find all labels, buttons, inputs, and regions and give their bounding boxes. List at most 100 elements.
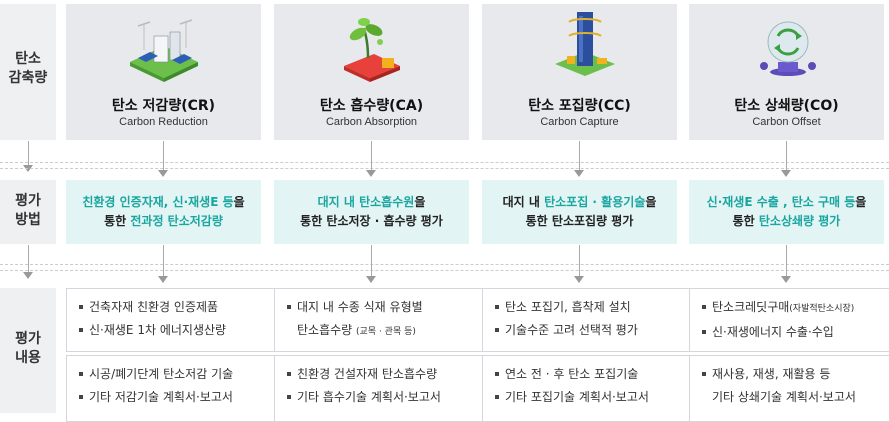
content-text: 신·재생에너지 수출·수입 bbox=[712, 325, 834, 339]
content-note: (교목 · 관목 등) bbox=[356, 327, 416, 337]
content-text: 건축자재 친환경 인증제품 bbox=[89, 300, 219, 314]
method-text: 을 bbox=[645, 195, 657, 209]
method-text: 대지 내 탄소흡수원 bbox=[317, 195, 415, 209]
row-label-content: 평가 내용 bbox=[0, 330, 56, 368]
content-text: 재사용, 재생, 재활용 등 bbox=[712, 367, 831, 381]
content-item: 친환경 건설자재 탄소흡수량 bbox=[287, 363, 482, 386]
bullet-icon bbox=[495, 327, 499, 332]
method-line: 통한 탄소상쇄량 평가 bbox=[689, 212, 884, 231]
separator-2 bbox=[0, 168, 889, 169]
row-label-method-text: 평가 방법 bbox=[15, 193, 41, 228]
method-text: 신·재생E 수출 , 탄소 구매 등 bbox=[706, 195, 856, 209]
content-item: 시공/폐기단계 탄소저감 기술 bbox=[79, 363, 274, 386]
content-note: (자발적탄소시장) bbox=[789, 304, 855, 314]
content-text: 기타 상쇄기술 계획서·보고서 bbox=[712, 390, 856, 404]
content-text: 기타 포집기술 계획서·보고서 bbox=[505, 390, 649, 404]
method-text: 통한 탄소저장 · 흡수량 평가 bbox=[300, 214, 443, 228]
method-text: 전과정 탄소저감량 bbox=[130, 214, 223, 228]
column-arrow-line bbox=[579, 245, 580, 277]
method-line: 통한 탄소포집량 평가 bbox=[482, 212, 677, 231]
column-arrow-line bbox=[786, 141, 787, 171]
method-text: 탄소상쇄량 평가 bbox=[758, 214, 841, 228]
content-item: 기타 저감기술 계획서·보고서 bbox=[79, 386, 274, 409]
category-title: 탄소 흡수량(CA) bbox=[319, 98, 424, 114]
bullet-icon bbox=[287, 394, 291, 399]
left-arrow-line-2 bbox=[28, 245, 29, 273]
bullet-icon bbox=[702, 329, 706, 334]
method-text: 탄소포집 · 활용기술 bbox=[544, 195, 646, 209]
category-title: 탄소 상쇄량(CO) bbox=[734, 98, 839, 114]
category-subtitle: Carbon Absorption bbox=[325, 116, 418, 128]
content-text: 신·재생E 1차 에너지생산량 bbox=[89, 323, 227, 337]
bullet-icon bbox=[79, 371, 83, 376]
method-line: 통한 탄소저장 · 흡수량 평가 bbox=[274, 212, 469, 231]
solar-building-icon bbox=[130, 19, 198, 82]
bullet-icon bbox=[79, 394, 83, 399]
content-text: 기술수준 고려 선택적 평가 bbox=[505, 323, 638, 337]
content-item: 재사용, 재생, 재활용 등 bbox=[702, 363, 889, 386]
bullet-icon bbox=[495, 394, 499, 399]
column-arrow-head bbox=[158, 170, 168, 177]
column-arrow-line bbox=[163, 141, 164, 171]
method-text: 을 bbox=[855, 195, 867, 209]
method-line: 통한 전과정 탄소저감량 bbox=[66, 212, 261, 231]
plant-pot-icon bbox=[344, 18, 400, 82]
content-text: 기타 저감기술 계획서·보고서 bbox=[89, 390, 233, 404]
column-arrow-line bbox=[163, 245, 164, 277]
separator-3 bbox=[0, 264, 889, 265]
column-arrow-head bbox=[158, 276, 168, 283]
content-item: 기타 상쇄기술 계획서·보고서 bbox=[702, 386, 889, 409]
method-text: 을 bbox=[233, 195, 245, 209]
method-text: 을 bbox=[414, 195, 426, 209]
method-line: 친환경 인증자재, 신·재생E 등을 bbox=[66, 193, 261, 212]
content-text: 친환경 건설자재 탄소흡수량 bbox=[297, 367, 438, 381]
row-label-reduction-text: 탄소 감축량 bbox=[8, 51, 48, 86]
left-arrow-line-1 bbox=[28, 141, 29, 166]
method-line: 대지 내 탄소포집 · 활용기술을 bbox=[482, 193, 677, 212]
content-text: 시공/폐기단계 탄소저감 기술 bbox=[89, 367, 234, 381]
content-item: 연소 전 · 후 탄소 포집기술 bbox=[495, 363, 690, 386]
row-label-reduction: 탄소 감축량 bbox=[0, 50, 56, 88]
separator-1 bbox=[0, 162, 889, 163]
content-item: 신·재생E 1차 에너지생산량 bbox=[79, 319, 274, 342]
globe-recycle-icon bbox=[760, 21, 816, 76]
bullet-icon bbox=[79, 327, 83, 332]
bullet-icon bbox=[702, 371, 706, 376]
method-line: 신·재생E 수출 , 탄소 구매 등을 bbox=[689, 193, 884, 212]
method-text: 통한 bbox=[104, 214, 131, 228]
column-arrow-head bbox=[574, 170, 584, 177]
left-arrow-head-2 bbox=[23, 272, 33, 279]
category-title: 탄소 저감량(CR) bbox=[111, 98, 216, 114]
content-item: 건축자재 친환경 인증제품 bbox=[79, 296, 274, 319]
method-text: 통한 bbox=[732, 214, 759, 228]
bullet-icon bbox=[287, 371, 291, 376]
method-text: 통한 탄소포집량 평가 bbox=[525, 214, 634, 228]
content-text: 연소 전 · 후 탄소 포집기술 bbox=[505, 367, 639, 381]
column-arrow-head bbox=[366, 170, 376, 177]
column-arrow-head bbox=[574, 276, 584, 283]
category-subtitle: Carbon Capture bbox=[540, 116, 619, 128]
capture-tower-icon bbox=[555, 12, 615, 76]
row-label-bg-reduction bbox=[0, 4, 56, 140]
content-item: 신·재생에너지 수출·수입 bbox=[702, 321, 889, 344]
row-label-bg-method bbox=[0, 180, 56, 244]
row-label-method: 평가 방법 bbox=[0, 192, 56, 230]
row-label-bg-content bbox=[0, 288, 56, 413]
content-box: 탄소크레딧구매(자발적탄소시장)신·재생에너지 수출·수입 bbox=[689, 288, 889, 352]
bullet-icon bbox=[79, 304, 83, 309]
row-label-content-text: 평가 내용 bbox=[15, 331, 41, 366]
bullet-icon bbox=[495, 371, 499, 376]
column-arrow-head bbox=[781, 276, 791, 283]
category-title: 탄소 포집량(CC) bbox=[528, 98, 631, 114]
column-arrow-head bbox=[366, 276, 376, 283]
content-item: 기술수준 고려 선택적 평가 bbox=[495, 319, 690, 342]
column-arrow-line bbox=[371, 141, 372, 171]
content-text: 기타 흡수기술 계획서·보고서 bbox=[297, 390, 441, 404]
method-text: 친환경 인증자재, 신·재생E 등 bbox=[82, 195, 234, 209]
